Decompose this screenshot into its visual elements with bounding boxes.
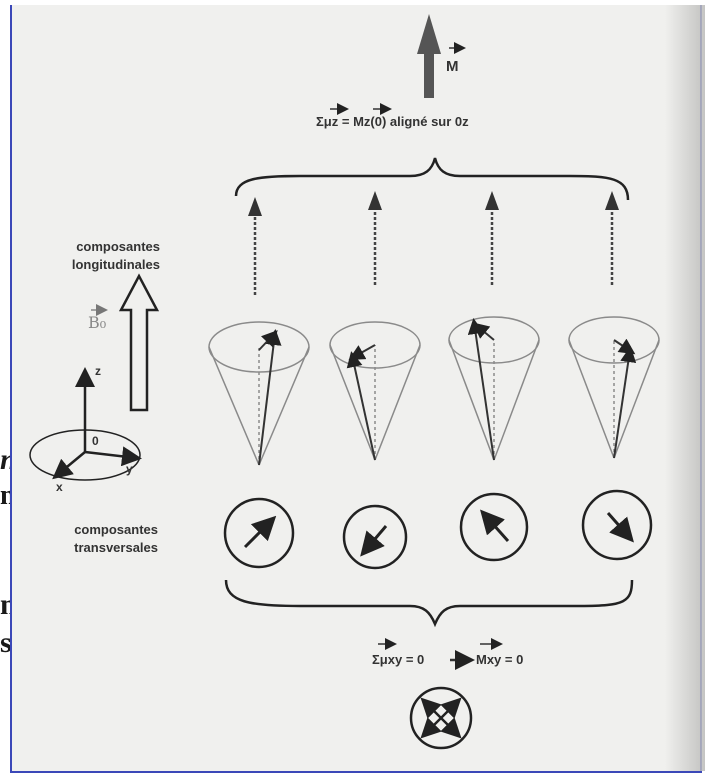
longitudinal-arrows bbox=[253, 205, 614, 295]
equation-decorations bbox=[330, 42, 503, 670]
x-axis bbox=[52, 451, 86, 480]
longitudinal-arrowhead-4 bbox=[605, 191, 619, 210]
transverse-circles bbox=[223, 489, 653, 570]
top-brace-icon bbox=[234, 157, 630, 201]
spin-projection-2 bbox=[348, 344, 376, 360]
cone-icon-2 bbox=[329, 321, 421, 461]
circle-icon-4 bbox=[581, 489, 653, 561]
transverse-vector-4 bbox=[606, 512, 634, 543]
cone-icon-4 bbox=[568, 316, 660, 459]
net-magnetization-arrow bbox=[417, 14, 441, 98]
spin-projection-3 bbox=[472, 322, 495, 341]
coordinate-axes bbox=[29, 367, 142, 481]
axis-x-label: x bbox=[56, 480, 63, 494]
circle-icon-2 bbox=[342, 504, 408, 570]
bottom-brace-icon bbox=[224, 579, 634, 628]
transverse-label-line-2: transversales bbox=[74, 540, 158, 555]
cone-icon-3 bbox=[448, 316, 540, 461]
spin-vector-4 bbox=[613, 346, 637, 459]
y-axis bbox=[84, 446, 142, 467]
origin-label: 0 bbox=[92, 434, 99, 448]
longitudinal-label: composantes longitudinales bbox=[42, 238, 160, 274]
bottom-equation-left: Σμxy = 0 bbox=[372, 652, 425, 667]
longitudinal-label-line-2: longitudinales bbox=[71, 257, 160, 272]
longitudinal-arrowhead-3 bbox=[485, 191, 499, 210]
transverse-vectors bbox=[243, 509, 634, 557]
spin-vector-1 bbox=[258, 329, 282, 466]
longitudinal-label-line-1: composantes bbox=[76, 239, 160, 254]
spin-projection-4 bbox=[613, 338, 636, 355]
spin-vector-2 bbox=[346, 351, 376, 461]
circle-icon-3 bbox=[459, 492, 529, 562]
transverse-vector-2 bbox=[360, 525, 388, 557]
circle-icon-1 bbox=[223, 497, 295, 569]
spin-vector-3 bbox=[467, 318, 495, 461]
bleed-text-4: s bbox=[0, 626, 12, 659]
longitudinal-arrowhead-1 bbox=[248, 197, 262, 216]
transverse-label-line-1: composantes bbox=[74, 522, 158, 537]
spin-projection-1 bbox=[258, 330, 278, 351]
cone-icon-1 bbox=[208, 321, 310, 466]
axis-y-label: y bbox=[126, 462, 133, 476]
magnetization-label: M bbox=[446, 58, 459, 75]
top-equation: Σμz = Mz(0) aligné sur 0z bbox=[316, 114, 469, 129]
b0-field-arrow bbox=[91, 273, 160, 412]
precession-cones bbox=[208, 316, 660, 466]
b0-label: B₀ bbox=[88, 313, 107, 332]
spin-vectors bbox=[258, 318, 637, 466]
bottom-equation-right: Mxy = 0 bbox=[476, 652, 524, 667]
axis-z-label: z bbox=[95, 364, 101, 378]
transverse-vector-1 bbox=[243, 515, 277, 549]
longitudinal-arrowhead-2 bbox=[368, 191, 382, 210]
transverse-label: composantes transversales bbox=[36, 521, 158, 557]
diagram-panel bbox=[10, 5, 702, 773]
transverse-vector-3 bbox=[480, 509, 510, 542]
dephased-circle-icon bbox=[409, 686, 473, 750]
